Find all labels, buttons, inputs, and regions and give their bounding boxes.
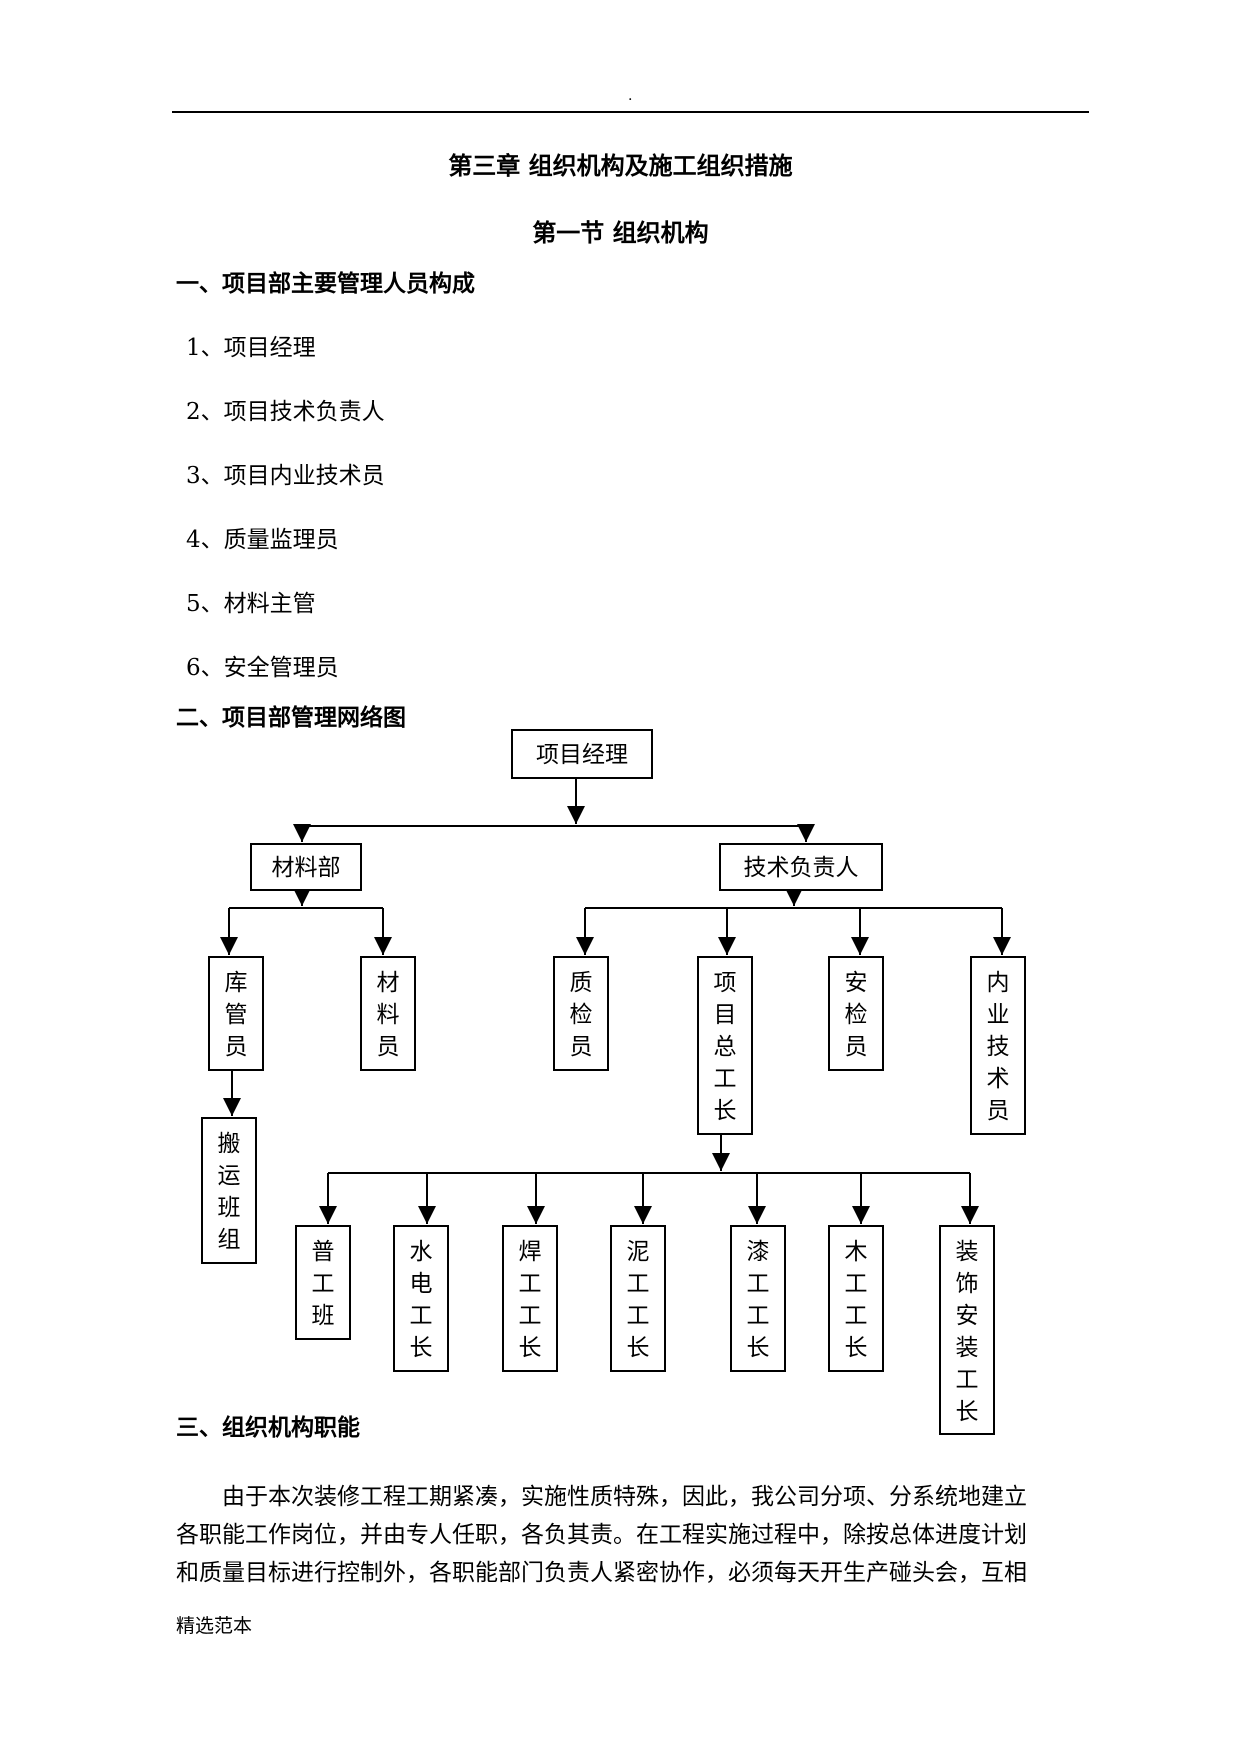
org-box-label: 泥工工长: [627, 1239, 650, 1361]
org-box-frame: [719, 843, 883, 891]
heading-management-network: 二、项目部管理网络图: [176, 704, 406, 731]
org-box-label: 木工工长: [845, 1239, 868, 1361]
org-box-general-foreman: 项目总工长: [697, 956, 753, 1135]
staff-list-item: 5、材料主管: [186, 591, 316, 617]
staff-list-item: 6、安全管理员: [186, 655, 339, 681]
org-box-frame: [201, 1117, 257, 1264]
org-box-label: 项目经理: [536, 742, 628, 768]
org-box-label: 库管员: [225, 970, 248, 1060]
org-box-frame: [828, 1225, 884, 1372]
org-box-quality-inspector: 质检员: [553, 956, 609, 1071]
org-box-frame: [360, 956, 416, 1071]
paragraph-line: 由于本次装修工程工期紧凑，实施性质特殊，因此，我公司分项、分系统地建立: [222, 1484, 1027, 1510]
heading-org-functions: 三、组织机构职能: [176, 1414, 360, 1441]
org-box-label: 漆工工长: [747, 1239, 770, 1361]
org-box-label: 内业技术员: [987, 970, 1010, 1124]
staff-list-item: 4、质量监理员: [186, 527, 339, 553]
org-box-label: 水电工长: [410, 1239, 433, 1361]
org-box-frame: [730, 1225, 786, 1372]
org-box-label: 材料员: [377, 970, 400, 1060]
header-rule: [172, 111, 1089, 113]
org-box-label: 安检员: [845, 970, 868, 1060]
org-box-material-clerk: 材料员: [360, 956, 416, 1071]
org-box-label: 普工班: [312, 1239, 335, 1329]
org-box-frame: [939, 1225, 995, 1435]
org-box-safety-inspector: 安检员: [828, 956, 884, 1071]
org-box-porter-team: 搬运班组: [201, 1117, 257, 1264]
footer-label: 精选范本: [176, 1615, 253, 1637]
org-box-frame: [208, 956, 264, 1071]
staff-list-item: 1、项目经理: [186, 335, 316, 361]
org-box-frame: [295, 1225, 351, 1340]
org-box-label: 技术负责人: [744, 855, 859, 881]
org-box-label: 质检员: [570, 970, 593, 1060]
org-box-frame: [553, 956, 609, 1071]
org-box-painting-foreman: 漆工工长: [730, 1225, 786, 1372]
org-box-frame: [511, 729, 653, 779]
header-mark: .: [628, 88, 633, 104]
org-box-warehouse-keeper: 库管员: [208, 956, 264, 1071]
org-box-materials-dept: 材料部: [250, 843, 362, 891]
org-box-label: 材料部: [272, 855, 341, 881]
org-box-documentation-tech: 内业技术员: [970, 956, 1026, 1135]
heading-staff-composition: 一、项目部主要管理人员构成: [176, 270, 475, 297]
staff-list-item: 3、项目内业技术员: [186, 463, 385, 489]
org-box-general-labor: 普工班: [295, 1225, 351, 1340]
org-box-plumbing-electrical-foreman: 水电工长: [393, 1225, 449, 1372]
chapter-title: 第三章 组织机构及施工组织措施: [448, 151, 793, 180]
org-box-label: 项目总工长: [714, 970, 737, 1124]
org-box-label: 装饰安装工长: [956, 1239, 979, 1425]
org-box-decoration-install-foreman: 装饰安装工长: [939, 1225, 995, 1435]
org-box-frame: [697, 956, 753, 1135]
org-box-frame: [610, 1225, 666, 1372]
org-box-label: 焊工工长: [519, 1239, 542, 1361]
org-box-frame: [250, 843, 362, 891]
paragraph-line: 各职能工作岗位，并由专人任职，各负其责。在工程实施过程中，除按总体进度计划: [176, 1522, 1027, 1548]
org-box-project-manager: 项目经理: [511, 729, 653, 779]
paragraph-line: 和质量目标进行控制外，各职能部门负责人紧密协作，必须每天开生产碰头会，互相: [176, 1560, 1027, 1586]
org-box-masonry-foreman: 泥工工长: [610, 1225, 666, 1372]
org-box-tech-lead: 技术负责人: [719, 843, 883, 891]
staff-list-item: 2、项目技术负责人: [186, 399, 385, 425]
org-box-frame: [828, 956, 884, 1071]
org-box-carpentry-foreman: 木工工长: [828, 1225, 884, 1372]
section-title: 第一节 组织机构: [532, 218, 709, 247]
org-box-frame: [502, 1225, 558, 1372]
functions-paragraph: 由于本次装修工程工期紧凑，实施性质特殊，因此，我公司分项、分系统地建立 各职能工…: [176, 1478, 1088, 1592]
org-box-frame: [970, 956, 1026, 1135]
org-box-welding-foreman: 焊工工长: [502, 1225, 558, 1372]
org-box-frame: [393, 1225, 449, 1372]
org-box-label: 搬运班组: [218, 1131, 241, 1253]
